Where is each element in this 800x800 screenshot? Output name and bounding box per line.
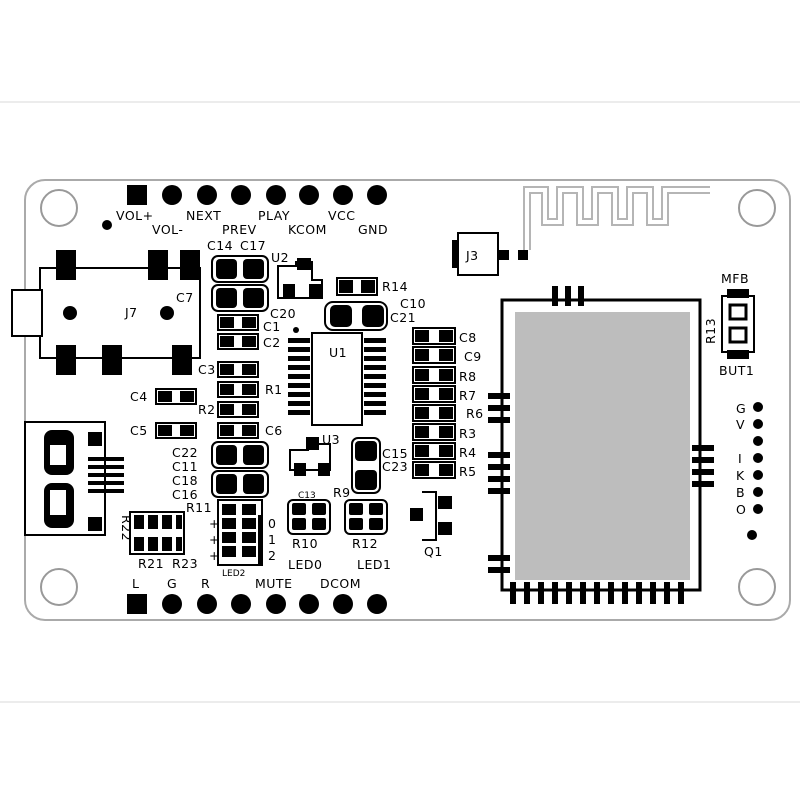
svg-text:C13: C13 — [298, 491, 316, 501]
svg-text:BUT1: BUT1 — [719, 363, 754, 378]
mounting-holes — [40, 189, 776, 606]
footer-label-mute: MUTE — [255, 576, 292, 591]
bluetooth-module — [488, 286, 714, 604]
svg-text:C7: C7 — [176, 290, 194, 305]
led2-plus-3: + — [209, 548, 220, 563]
label-led2: LED2 — [222, 569, 245, 579]
mfb-button: MFB BUT1 R13 — [703, 271, 755, 378]
led2-array — [217, 499, 263, 566]
label-r5: R5 — [459, 464, 477, 479]
side-label-i: I — [738, 451, 742, 466]
label-r7: R7 — [459, 388, 477, 403]
left-passives — [155, 255, 269, 498]
u2-regulator: U2 — [271, 250, 323, 299]
antenna-trace-inner — [525, 188, 710, 250]
svg-text:R12: R12 — [352, 536, 378, 551]
footer-label-dcom: DCOM — [320, 576, 361, 591]
led2-plus-2: + — [209, 532, 220, 547]
r14-resistor: R14 — [336, 277, 408, 296]
label-c9: C9 — [464, 349, 482, 364]
led2-mark-1: 1 — [268, 532, 276, 547]
label-play: PLAY — [258, 208, 290, 223]
svg-text:LED0: LED0 — [288, 557, 322, 572]
label-gnd: GND — [358, 222, 388, 237]
side-label-b: B — [736, 485, 745, 500]
footer-label-r: R — [201, 576, 210, 591]
r10-c13-pads: C13 R10 LED0 — [287, 491, 331, 572]
label-vol-plus: VOL+ — [116, 208, 154, 223]
label-c14: C14 — [207, 238, 233, 253]
label-c6: C6 — [265, 423, 283, 438]
usb-connector — [24, 421, 124, 536]
label-c17: C17 — [240, 238, 266, 253]
led2-mark-2: 2 — [268, 548, 276, 563]
label-r23: R23 — [172, 556, 198, 571]
svg-text:J7: J7 — [124, 305, 138, 320]
svg-text:C21: C21 — [390, 310, 416, 325]
c21-capacitor: C10 C21 — [324, 296, 426, 331]
label-vcc: VCC — [328, 208, 356, 223]
svg-text:LED1: LED1 — [357, 557, 391, 572]
side-label-g: G — [736, 401, 746, 416]
label-prev: PREV — [222, 222, 257, 237]
label-c2: C2 — [263, 335, 281, 350]
label-c3: C3 — [198, 362, 216, 377]
svg-text:J3: J3 — [465, 248, 479, 263]
footer-label-l: L — [132, 576, 139, 591]
label-r22: R22 — [119, 515, 134, 541]
label-r11: R11 — [186, 500, 212, 515]
svg-text:U2: U2 — [271, 250, 289, 265]
label-r1: R1 — [265, 382, 283, 397]
label-r8: R8 — [459, 369, 477, 384]
j3-connector: J3 — [452, 232, 528, 276]
top-header-pins — [102, 185, 387, 230]
label-c8: C8 — [459, 330, 477, 345]
label-c16: C16 — [172, 487, 198, 502]
label-c11: C11 — [172, 459, 198, 474]
side-label-k: K — [736, 468, 745, 483]
svg-text:U1: U1 — [329, 345, 347, 360]
label-kcom: KCOM — [288, 222, 327, 237]
label-c4: C4 — [130, 389, 148, 404]
label-r4: R4 — [459, 445, 477, 460]
q1-transistor: Q1 — [410, 491, 452, 559]
bottom-header-pins — [127, 594, 387, 614]
label-c5: C5 — [130, 423, 148, 438]
svg-text:Q1: Q1 — [424, 544, 443, 559]
label-r2: R2 — [198, 402, 216, 417]
side-header-pins — [747, 402, 763, 540]
side-label-v: V — [736, 417, 745, 432]
label-r21: R21 — [138, 556, 164, 571]
label-next: NEXT — [186, 208, 221, 223]
svg-text:C10: C10 — [400, 296, 426, 311]
j7-audio-jack: J7 C7 — [11, 250, 201, 375]
svg-text:C23: C23 — [382, 459, 408, 474]
label-c22: C22 — [172, 445, 198, 460]
svg-text:R10: R10 — [292, 536, 318, 551]
u3-transistor: U3 — [289, 432, 340, 476]
svg-text:R9: R9 — [333, 485, 351, 500]
label-c1: C1 — [263, 319, 281, 334]
led2-plus-1: + — [209, 516, 220, 531]
led2-mark-0: 0 — [268, 516, 276, 531]
svg-text:C15: C15 — [382, 446, 408, 461]
svg-text:R13: R13 — [703, 318, 718, 344]
svg-text:U3: U3 — [322, 432, 340, 447]
side-label-o: O — [736, 502, 746, 517]
label-r3: R3 — [459, 426, 477, 441]
svg-text:MFB: MFB — [721, 271, 749, 286]
right-passives-column — [412, 327, 456, 479]
u1-ic: U1 — [288, 327, 386, 426]
label-vol-minus: VOL- — [152, 222, 183, 237]
footer-label-g: G — [167, 576, 177, 591]
c15-capacitor: C15 C23 R9 — [333, 437, 408, 500]
r12-pads: R12 LED1 — [344, 499, 391, 572]
resistor-network-r21-r23 — [129, 511, 185, 555]
label-c20: C20 — [270, 306, 296, 321]
label-r6: R6 — [466, 406, 484, 421]
svg-text:R14: R14 — [382, 279, 408, 294]
label-c18: C18 — [172, 473, 198, 488]
